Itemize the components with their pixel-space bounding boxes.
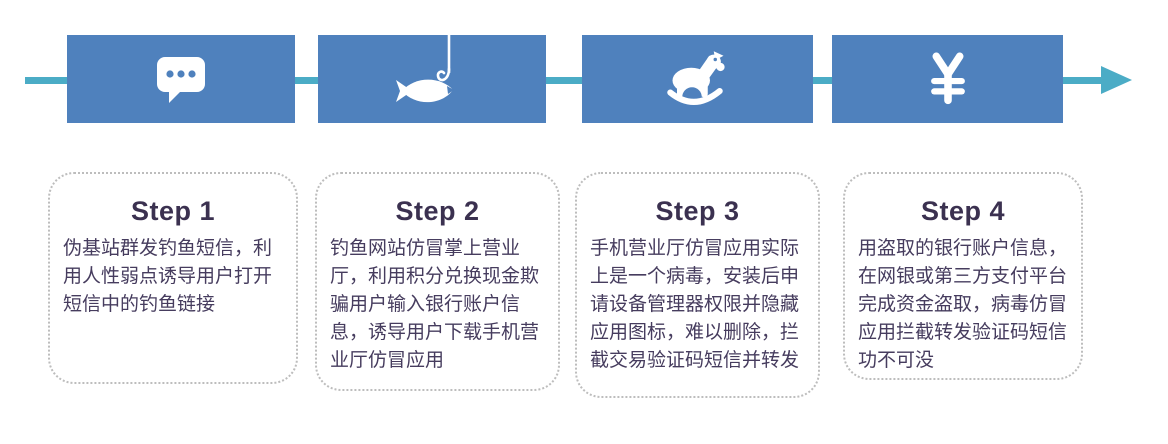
flow-arrowhead-icon xyxy=(1101,66,1132,94)
step2-title: Step 2 xyxy=(395,196,480,226)
sms-chat-bubble-icon xyxy=(157,57,205,103)
trojan-rocking-horse-icon xyxy=(666,51,725,107)
step1-title: Step 1 xyxy=(130,196,216,226)
yuan-currency-icon xyxy=(930,52,965,105)
step3-title: Step 3 xyxy=(655,196,740,226)
step2-description: 钓鱼网站仿冒掌上营业厅，利用积分兑换现金欺骗用户输入银行账户信息，诱导用户下载手… xyxy=(330,238,540,371)
step4-title: Step 4 xyxy=(920,196,1006,226)
step1-card: Step 1 伪基站群发钓鱼短信，利用人性弱点诱导用户打开短信中的钓鱼链接 xyxy=(48,172,298,384)
flow-line xyxy=(25,77,1103,84)
step2-icon-box xyxy=(318,35,546,123)
step1-icon-box xyxy=(67,35,295,123)
step2-card: Step 2 钓鱼网站仿冒掌上营业厅，利用积分兑换现金欺骗用户输入银行账户信息，… xyxy=(315,172,560,391)
step4-description: 用盗取的银行账户信息，在网银或第三方支付平台完成资金盗取，病毒仿冒应用拦截转发验… xyxy=(858,238,1068,371)
step1-description: 伪基站群发钓鱼短信，利用人性弱点诱导用户打开短信中的钓鱼链接 xyxy=(63,238,273,315)
step4-card: Step 4 用盗取的银行账户信息，在网银或第三方支付平台完成资金盗取，病毒仿冒… xyxy=(843,172,1083,380)
step3-description: 手机营业厅仿冒应用实际上是一个病毒，安装后申请设备管理器权限并隐藏应用图标，难以… xyxy=(590,238,800,371)
step3-card: Step 3 手机营业厅仿冒应用实际上是一个病毒，安装后申请设备管理器权限并隐藏… xyxy=(575,172,820,398)
step3-icon-box xyxy=(582,35,813,123)
phishing-fish-hook-icon xyxy=(396,35,454,103)
step4-icon-box xyxy=(832,35,1063,123)
